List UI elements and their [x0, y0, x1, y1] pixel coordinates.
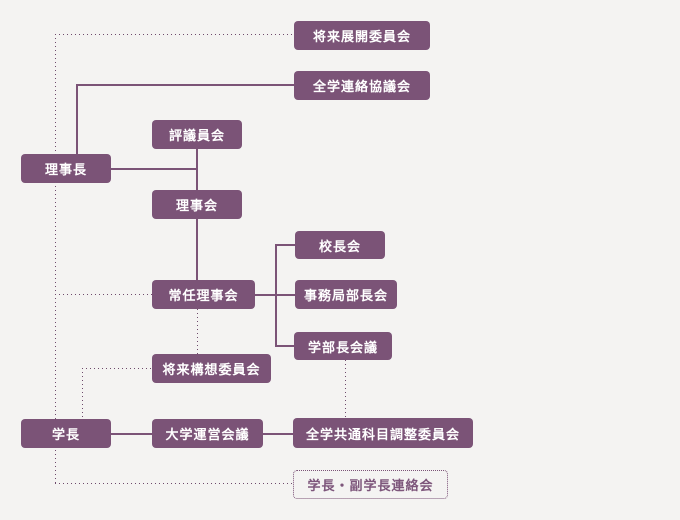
connector-councilors-to-directors	[196, 148, 198, 190]
connector-dotted-deans-to-common-subjects	[345, 360, 346, 418]
node-future-planning-committee: 将来構想委員会	[152, 354, 271, 383]
connector-to-secretariat-heads	[275, 294, 295, 296]
node-board-of-councilors: 評議員会	[152, 120, 242, 149]
connector-directors-to-standing-board	[196, 219, 198, 280]
connector-dotted-president-to-future-planning-v	[82, 368, 83, 419]
connector-dotted-to-president-liaison	[55, 483, 293, 484]
connector-dotted-to-standing-board	[55, 294, 152, 295]
node-deans-council: 学部長会議	[294, 332, 392, 360]
connector-dotted-president-to-future-planning-h	[82, 368, 152, 369]
node-university-management-council: 大学運営会議	[152, 419, 263, 448]
node-secretariat-department-heads-council: 事務局部長会	[295, 280, 397, 309]
node-university-wide-liaison-council: 全学連絡協議会	[294, 71, 430, 100]
connector-dotted-standing-board-to-future-planning	[197, 309, 198, 354]
connector-dotted-main-vertical	[55, 34, 56, 483]
connector-standing-board-to-right-spine	[255, 294, 276, 296]
connector-chairperson-to-spine	[111, 168, 197, 170]
node-chairperson-of-board: 理事長	[21, 154, 111, 183]
node-board-of-directors: 理事会	[152, 190, 242, 219]
node-standing-board-of-directors: 常任理事会	[152, 280, 255, 309]
node-principals-council: 校長会	[295, 231, 385, 259]
connector-chairperson-to-liaison-council-v	[76, 84, 78, 154]
connector-to-deans-council	[275, 345, 294, 347]
connector-chairperson-to-liaison-council-h	[76, 84, 294, 86]
connector-to-principals-council	[275, 244, 295, 246]
connector-president-to-management-council	[111, 433, 152, 435]
node-university-president: 学長	[21, 419, 111, 448]
connector-management-to-common-subjects	[263, 433, 293, 435]
node-common-subjects-coordination-committee: 全学共通科目調整委員会	[293, 418, 473, 448]
node-future-development-committee: 将来展開委員会	[294, 21, 430, 50]
node-president-vice-president-liaison: 学長・副学長連絡会	[293, 470, 448, 499]
connector-dotted-to-future-development-committee	[55, 34, 294, 35]
